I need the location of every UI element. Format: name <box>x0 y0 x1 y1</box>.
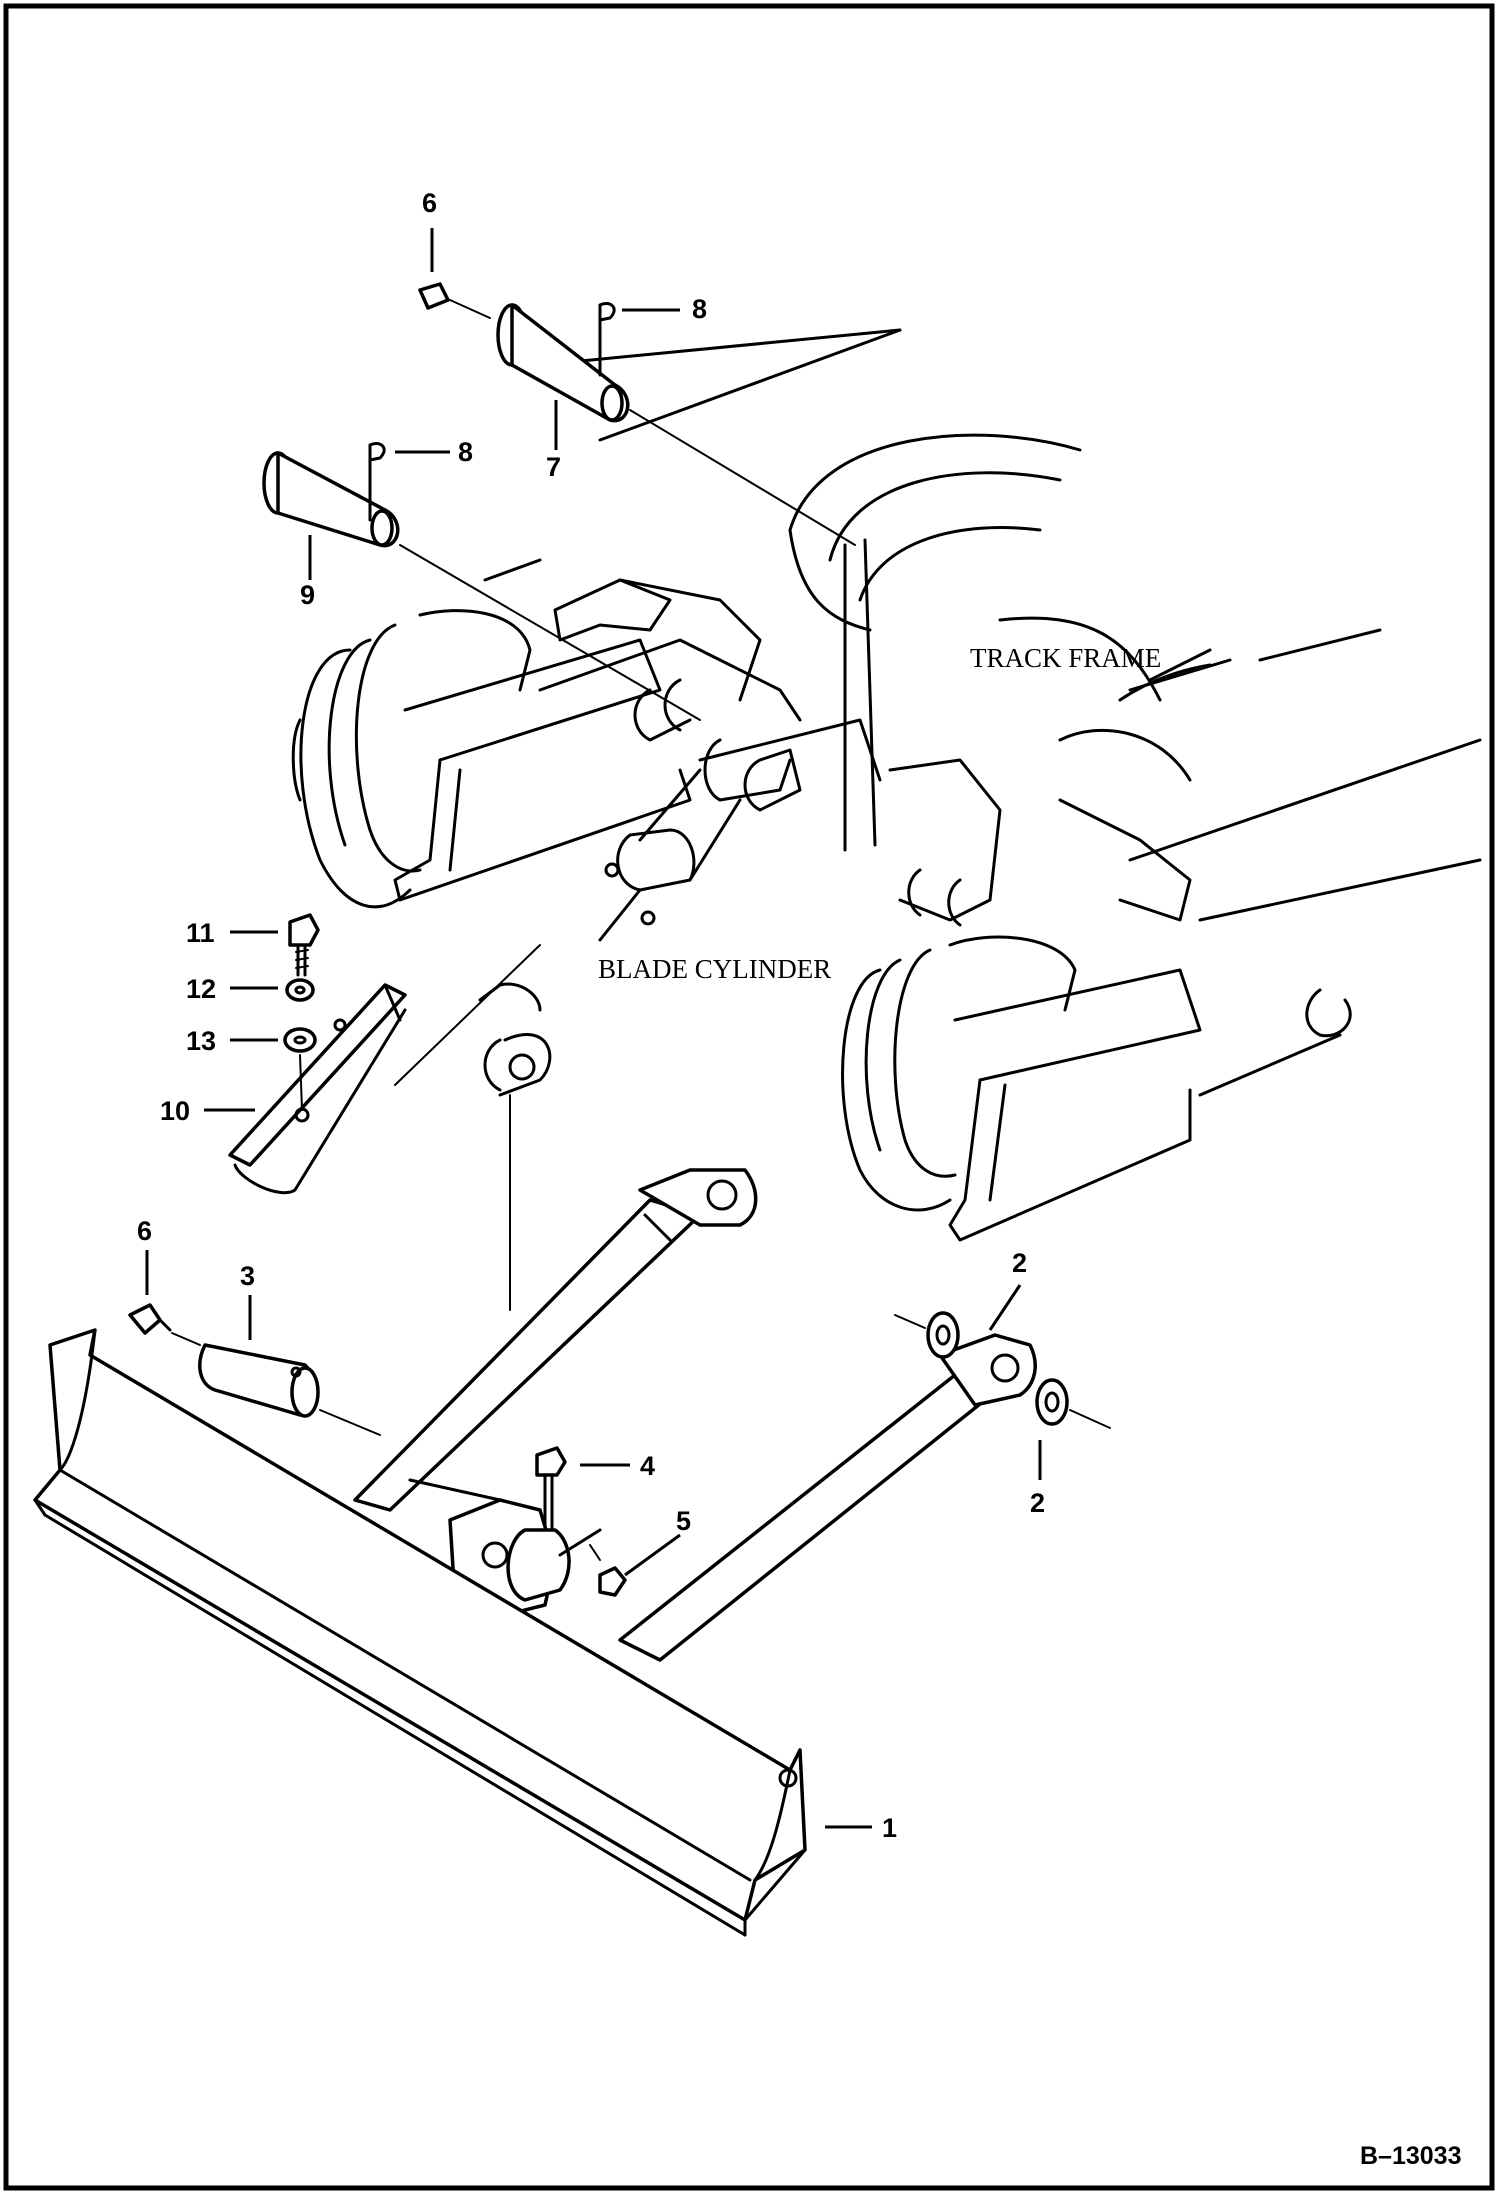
dozer-blade <box>33 1328 807 1937</box>
washer-13 <box>283 1027 317 1053</box>
callout-numbers: 6 8 7 8 9 11 12 13 10 6 3 2 2 4 5 1 <box>137 188 1045 1843</box>
leader-lines <box>145 228 1042 1829</box>
callout-5: 5 <box>676 1506 691 1536</box>
label-blade-cylinder: BLADE CYLINDER <box>598 954 831 984</box>
callout-10: 10 <box>160 1096 190 1126</box>
callout-6-lower: 6 <box>137 1216 152 1246</box>
callout-8-top: 8 <box>692 294 707 324</box>
callout-13: 13 <box>186 1026 216 1056</box>
bolt-4 <box>535 1446 567 1532</box>
pin-9 <box>262 451 701 721</box>
callout-1: 1 <box>882 1813 897 1843</box>
washer-2-left <box>894 1311 960 1359</box>
pin-3 <box>198 1343 381 1436</box>
washer-2-right <box>1035 1378 1111 1429</box>
page-border <box>3 3 1495 2191</box>
nut-5 <box>589 1544 627 1597</box>
grease-fitting-6-lower <box>128 1303 201 1346</box>
cotter-pin-8-top <box>598 302 616 377</box>
label-track-frame: TRACK FRAME <box>970 643 1161 673</box>
bolt-11 <box>288 913 320 977</box>
hose-guard-10 <box>228 983 407 1195</box>
washer-12 <box>285 978 315 1002</box>
callout-3: 3 <box>240 1261 255 1291</box>
track-frame-pointer <box>1118 663 1212 702</box>
blade-cylinder <box>478 738 792 1311</box>
callout-9: 9 <box>300 580 315 610</box>
callout-11: 11 <box>186 918 215 948</box>
cotter-pin-8-left <box>368 442 386 522</box>
callout-8-left: 8 <box>458 437 473 467</box>
blade-arm-right <box>618 1333 1037 1662</box>
callout-7: 7 <box>546 452 561 482</box>
drawing-number: B–13033 <box>1360 2142 1461 2170</box>
pin-7 <box>496 303 856 546</box>
callout-4: 4 <box>640 1451 655 1481</box>
grease-fitting-6-top <box>418 282 491 319</box>
track-frame <box>291 328 1482 1242</box>
callout-2-top: 2 <box>1012 1248 1027 1278</box>
blade-arm-left <box>353 1168 758 1512</box>
callout-12: 12 <box>186 974 216 1004</box>
callout-2-bottom: 2 <box>1030 1488 1045 1518</box>
callout-6-top: 6 <box>422 188 437 218</box>
